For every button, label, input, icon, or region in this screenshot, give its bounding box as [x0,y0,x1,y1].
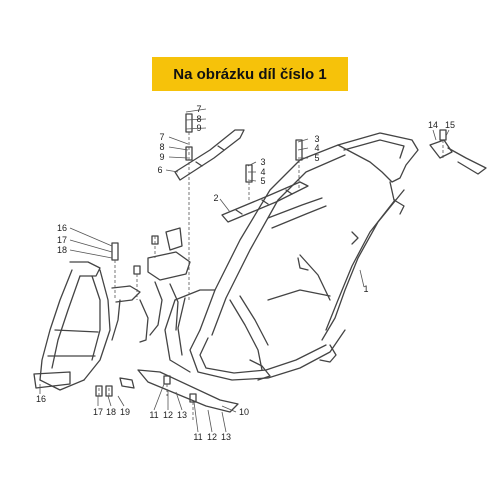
main-frame-part [164,132,487,381]
left-subframe-part-16 [33,261,141,391]
label-part-3-right: 3 [314,134,319,144]
upper-bracket-part-6 [174,129,245,181]
label-part-8-mid: 8 [159,142,164,152]
label-part-9-top: 9 [196,123,201,133]
title-banner: Na obrázku díl číslo 1 [152,57,348,91]
label-part-5-center: 5 [260,176,265,186]
label-part-16-text: 16 [36,394,46,404]
label-part-4-right: 4 [314,143,319,153]
label-part-7-mid: 7 [159,132,164,142]
label-part-9-mid: 9 [159,152,164,162]
callout-lines [39,108,450,433]
label-part-18-left: 17 [57,235,67,245]
label-part-2: 2 [213,193,218,203]
label-part-12-lower: 12 [207,432,217,442]
label-part-11-lower: 11 [193,432,202,442]
label-part-17-bottom: 17 [93,407,103,417]
footboard-rail-part-2 [221,181,309,223]
lower-plate-part-10 [119,369,239,413]
label-part-1: 1 [363,284,368,294]
label-part-15: 15 [445,120,455,130]
bolt-hardware [95,113,447,403]
banner-title: Na obrázku díl číslo 1 [173,65,327,83]
label-part-4-center: 4 [260,167,265,177]
label-part-17-left: 16 [57,223,67,233]
label-part-19-left: 18 [57,245,67,255]
label-part-5-right: 5 [314,153,319,163]
label-part-6: 6 [157,165,162,175]
label-part-11-upper: 11 [149,410,158,420]
label-part-13-lower: 13 [221,432,231,442]
label-part-8-top: 8 [196,114,201,124]
label-part-3-center: 3 [260,157,265,167]
leader-lines [98,132,444,420]
label-part-13-upper: 13 [177,410,187,420]
label-part-12-upper: 12 [163,410,173,420]
label-part-18-bottom: 18 [106,407,116,417]
label-part-7-top: 7 [196,104,201,114]
label-part-10: 10 [239,407,249,417]
steering-head-assembly [139,227,191,343]
label-part-14: 14 [428,120,438,130]
label-part-19-bottom: 19 [120,407,130,417]
